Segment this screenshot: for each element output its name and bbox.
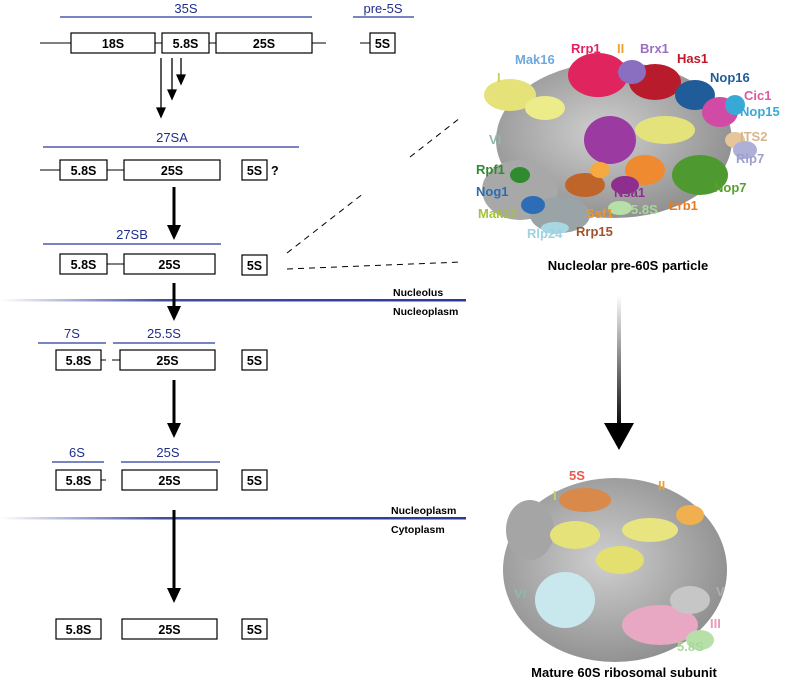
rrna-label-18s: 18S [102, 37, 124, 51]
protein-label: Has1 [677, 51, 708, 66]
rrna-label-5s: 5S [247, 474, 262, 488]
helix-label: I [497, 70, 501, 85]
protein-label: Rrp15 [576, 224, 613, 239]
rrna-label-5-8s: 5.8S [71, 164, 97, 178]
mature-60s-labels: 5S I II VI V III 5.8S [514, 468, 725, 654]
rrna-box-25s [121, 618, 218, 640]
rrna-box-5s [369, 32, 396, 54]
rrna-label-5s: 5S [247, 164, 262, 178]
compartment-label-nucleolus: Nucleolus [393, 287, 443, 299]
rrna-box-5s [241, 254, 268, 276]
rrna-box-5-8s [59, 159, 108, 181]
rrna-box-5s [241, 469, 268, 491]
rrna-box-18s [70, 32, 156, 54]
rrna-label: 5.8S [677, 639, 704, 654]
helix-label: VI [489, 132, 501, 147]
rrna-label-5s: 5S [247, 623, 262, 637]
rrna-label-5-8s: 5.8S [66, 474, 92, 488]
precursor-label-27sa: 27SA [156, 130, 188, 145]
rrna-box-25s [121, 469, 218, 491]
precursor-label-27sb: 27SB [116, 227, 148, 242]
zoom-dashed-line [286, 192, 365, 254]
helix-label: II [617, 41, 624, 56]
question-mark: ? [271, 164, 279, 178]
rrna-label-25s: 25S [156, 354, 178, 368]
cleavage-arrows [155, 58, 187, 119]
compartment-label-nucleoplasm: Nucleoplasm [391, 505, 456, 517]
pre-60s-particle-image [482, 53, 757, 234]
compartment-label-nucleoplasm: Nucleoplasm [393, 306, 458, 318]
rrna-label-5-8s: 5.8S [66, 623, 92, 637]
helix-label: III [710, 616, 721, 631]
protein-label: Nop15 [740, 104, 780, 119]
rrna-box-5s [241, 159, 268, 181]
rrna-box-5-8s [55, 349, 102, 371]
precursor-label-25s: 25S [156, 445, 179, 460]
rrna-label-25s: 25S [161, 164, 183, 178]
rrna-box-25s [123, 253, 216, 275]
protein-label: Cic1 [744, 88, 771, 103]
rrna-box-5-8s [55, 469, 102, 491]
precursor-label-pre5s: pre-5S [363, 1, 402, 16]
zoom-dashed-line [409, 117, 461, 158]
protein-label: Nsa1 [614, 185, 645, 200]
rrna-box-5s [241, 349, 268, 371]
compartment-boundary-nucleolus [0, 299, 466, 302]
protein-label: Rpf1 [476, 162, 505, 177]
helix-label: V [716, 584, 725, 599]
rrna-box-5-8s [59, 253, 108, 275]
rrna-label-5-8s: 5.8S [71, 258, 97, 272]
protein-label: Rrp1 [571, 41, 601, 56]
rrna-label-25s: 25S [158, 623, 180, 637]
rrna-box-25s [215, 32, 313, 54]
protein-label: ITS2 [740, 129, 767, 144]
protein-label: Nop16 [710, 70, 750, 85]
protein-label: Rlp7 [736, 151, 764, 166]
pre-60s-labels: Mak16 Rrp1 II Brx1 Has1 Nop16 I Cic1 Nop… [476, 41, 780, 241]
protein-label: Nop7 [714, 180, 747, 195]
rrna-box-25s [123, 159, 221, 181]
protein-label: Mak16 [515, 52, 555, 67]
rrna-label-5-8s: 5.8S [66, 354, 92, 368]
rrna-label: 5S [569, 468, 585, 483]
processing-arrow [167, 283, 181, 321]
zoom-dashed-line [286, 261, 463, 270]
maturation-arrow [604, 295, 634, 450]
rrna-label-25s: 25S [158, 258, 180, 272]
pre-60s-caption: Nucleolar pre-60S particle [548, 258, 708, 273]
rrna-label-25s: 25S [158, 474, 180, 488]
compartment-boundary-nucleoplasm [0, 517, 466, 520]
helix-label: I [553, 488, 557, 503]
helix-label: VI [514, 586, 526, 601]
protein-label: Nog1 [476, 184, 509, 199]
protein-label: Ssf1 [586, 206, 613, 221]
protein-label: Erb1 [669, 198, 698, 213]
precursor-label-7s: 7S [64, 326, 80, 341]
rrna-label-25s: 25S [253, 37, 275, 51]
rrna-label-5s: 5S [247, 259, 262, 273]
rrna-box-5-8s [161, 32, 210, 54]
rrna-box-5s [241, 618, 268, 640]
mature-60s-caption: Mature 60S ribosomal subunit [531, 665, 717, 680]
precursor-label-25-5s: 25.5S [147, 326, 181, 341]
rrna-label-5s: 5S [247, 354, 262, 368]
protein-label: Mak11 [478, 206, 517, 221]
protein-label: Brx1 [640, 41, 669, 56]
rrna-label-5-8s: 5.8S [173, 37, 199, 51]
helix-label: II [658, 478, 665, 493]
precursor-label-6s: 6S [69, 445, 85, 460]
rrna-box-5-8s [55, 618, 102, 640]
compartment-label-cytoplasm: Cytoplasm [391, 524, 445, 536]
processing-arrow [167, 187, 181, 240]
precursor-label-35s: 35S [174, 1, 197, 16]
processing-arrow [167, 380, 181, 438]
mature-60s-image [503, 478, 727, 662]
rrna-label: 5.8S [631, 202, 658, 217]
protein-label: Rlp24 [527, 226, 563, 241]
processing-arrow [167, 510, 181, 603]
rrna-box-25s [119, 349, 216, 371]
rrna-label-5s: 5S [375, 37, 390, 51]
